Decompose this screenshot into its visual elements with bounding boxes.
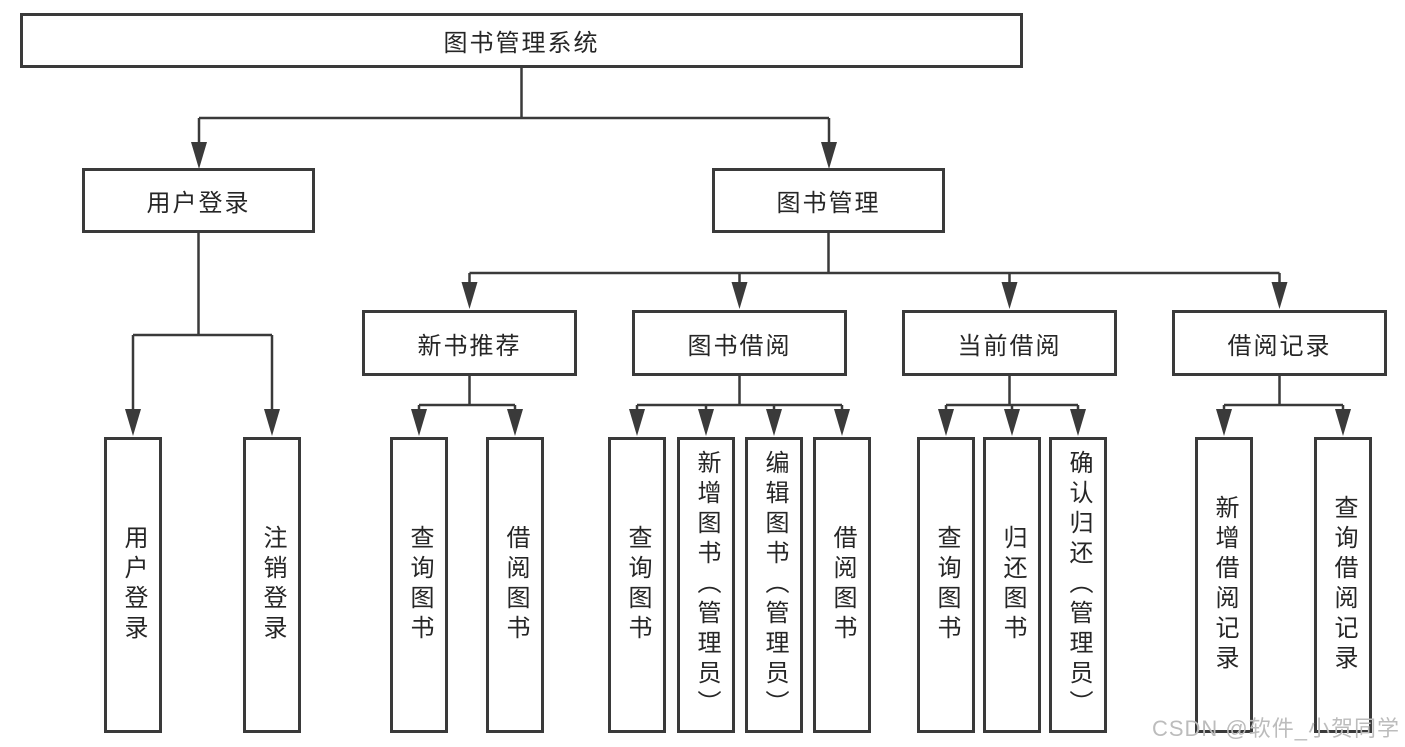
leaf-current-confirm-return-admin: 确认归还（管理员） bbox=[1049, 437, 1107, 733]
leaf-logout: 注销登录 bbox=[243, 437, 301, 733]
node-current-borrowing: 当前借阅 bbox=[902, 310, 1117, 376]
leaf-borrowing-borrow-books: 借阅图书 bbox=[813, 437, 871, 733]
arrowhead bbox=[1271, 282, 1288, 309]
leaf-borrowing-query-books: 查询图书 bbox=[608, 437, 666, 733]
arrowhead bbox=[507, 409, 523, 436]
leaf-recommend-query-books: 查询图书 bbox=[390, 437, 448, 733]
node-library-management-system: 图书管理系统 bbox=[20, 13, 1023, 68]
node-book-borrowing: 图书借阅 bbox=[632, 310, 847, 376]
arrowhead bbox=[191, 142, 207, 169]
arrowhead bbox=[1001, 282, 1018, 309]
leaf-records-query-borrow-record: 查询借阅记录 bbox=[1314, 437, 1372, 733]
arrowhead bbox=[461, 282, 478, 309]
leaf-recommend-borrow-books: 借阅图书 bbox=[486, 437, 544, 733]
leaf-current-return-books: 归还图书 bbox=[983, 437, 1041, 733]
leaf-borrowing-add-books-admin: 新增图书（管理员） bbox=[677, 437, 735, 733]
arrowhead bbox=[1004, 409, 1020, 436]
leaf-user-login: 用户登录 bbox=[104, 437, 162, 733]
arrowhead bbox=[125, 409, 141, 436]
node-user-login: 用户登录 bbox=[82, 168, 315, 233]
arrowhead bbox=[938, 409, 954, 436]
csdn-watermark: CSDN @软件_小贺同学 bbox=[1151, 716, 1400, 741]
arrowhead bbox=[766, 409, 782, 436]
leaf-borrowing-edit-books-admin: 编辑图书（管理员） bbox=[745, 437, 803, 733]
arrowhead bbox=[821, 142, 837, 169]
node-book-management: 图书管理 bbox=[712, 168, 945, 233]
arrowhead bbox=[264, 409, 280, 436]
arrowhead bbox=[698, 409, 714, 436]
arrowhead bbox=[731, 282, 748, 309]
arrowhead bbox=[629, 409, 645, 436]
leaf-current-query-books: 查询图书 bbox=[917, 437, 975, 733]
node-new-book-recommend: 新书推荐 bbox=[362, 310, 577, 376]
arrowhead bbox=[834, 409, 850, 436]
arrowhead bbox=[1070, 409, 1086, 436]
arrowhead bbox=[411, 409, 427, 436]
connector-paths bbox=[131, 68, 1345, 411]
leaf-records-add-borrow-record: 新增借阅记录 bbox=[1195, 437, 1253, 733]
node-borrow-records: 借阅记录 bbox=[1172, 310, 1387, 376]
arrowhead bbox=[1216, 409, 1232, 436]
arrowheads bbox=[125, 142, 1351, 436]
arrowhead bbox=[1335, 409, 1351, 436]
